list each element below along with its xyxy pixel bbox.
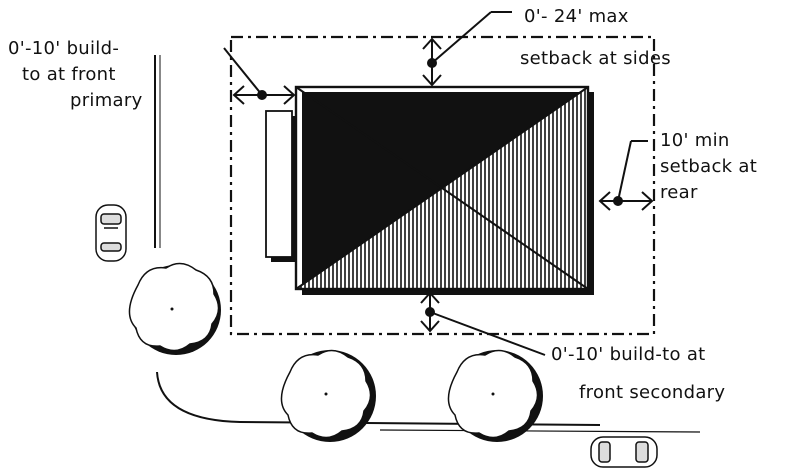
label-front-primary-line1: 0'-10' build- [8,38,120,59]
label-front-secondary: 0'-10' build-to at front secondary [551,342,725,406]
tree-icon [447,349,543,442]
dimension-rear [598,140,654,211]
street-curb [154,55,701,433]
label-sides-line1: 0'- 24' max [524,6,629,27]
lot-boundary [229,35,656,336]
label-rear-line3: rear [660,182,698,203]
dimension-front-secondary [420,291,546,356]
car-icon [590,436,658,468]
label-front-secondary-line2: front secondary [579,382,726,403]
label-sides-line2: setback at sides [520,48,671,69]
front-porch [265,110,297,262]
dimension-front-primary [223,47,296,105]
label-rear: 10' min setback at rear [660,128,757,206]
label-front-primary: 0'-10' build- to at front primary [8,36,143,114]
dimension-sides [422,11,512,87]
tree-icon [128,262,221,355]
label-rear-line1: 10' min [660,130,730,151]
label-front-primary-line2: to at front [22,64,116,85]
car-icon [95,204,127,262]
label-rear-line2: setback at [660,156,758,177]
tree-icon [280,349,376,442]
label-front-primary-line3: primary [70,90,143,111]
label-sides: 0'- 24' max setback at sides [520,4,671,72]
building-footprint [294,85,594,295]
label-front-secondary-line1: 0'-10' build-to at [551,344,706,365]
